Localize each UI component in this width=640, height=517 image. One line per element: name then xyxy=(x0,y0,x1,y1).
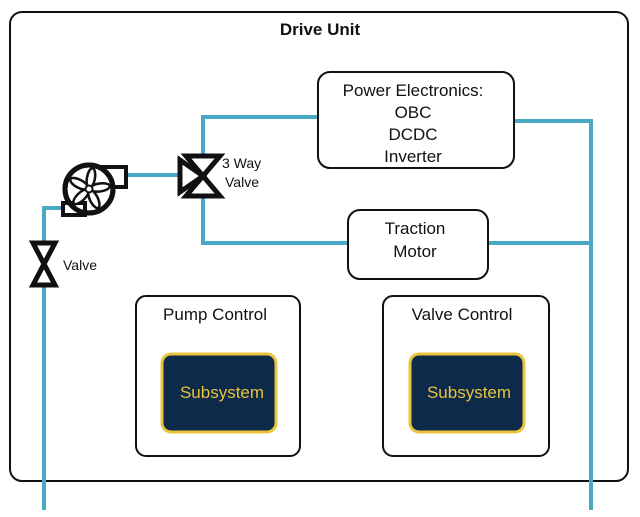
valve-label: Valve xyxy=(63,257,97,273)
power-electronics-label-2: OBC xyxy=(395,103,432,122)
valve-icon xyxy=(28,240,60,288)
traction-motor-box xyxy=(347,209,489,280)
pump-control-subsystem-block[interactable] xyxy=(160,352,278,434)
valve-control-title: Valve Control xyxy=(412,305,513,324)
power-electronics-label-3: DCDC xyxy=(388,125,437,144)
pump-icon xyxy=(61,162,128,217)
power-electronics-label-4: Inverter xyxy=(384,147,442,166)
traction-motor-label-2: Motor xyxy=(393,242,437,261)
three-way-valve-icon xyxy=(177,153,226,199)
drive-unit-title: Drive Unit xyxy=(280,20,361,39)
three-way-valve-label-2: Valve xyxy=(225,174,259,190)
three-way-valve-label-1: 3 Way xyxy=(222,155,261,171)
coolant-pipes xyxy=(42,115,593,510)
pump-control-title: Pump Control xyxy=(163,305,267,324)
power-electronics-box xyxy=(317,71,515,169)
valve-control-subsystem-label: Subsystem xyxy=(427,383,511,402)
pump-control-subsystem-label: Subsystem xyxy=(180,383,264,402)
valve-control-subsystem-block[interactable] xyxy=(408,352,526,434)
power-electronics-label-1: Power Electronics: xyxy=(343,81,484,100)
traction-motor-label-1: Traction xyxy=(385,219,446,238)
